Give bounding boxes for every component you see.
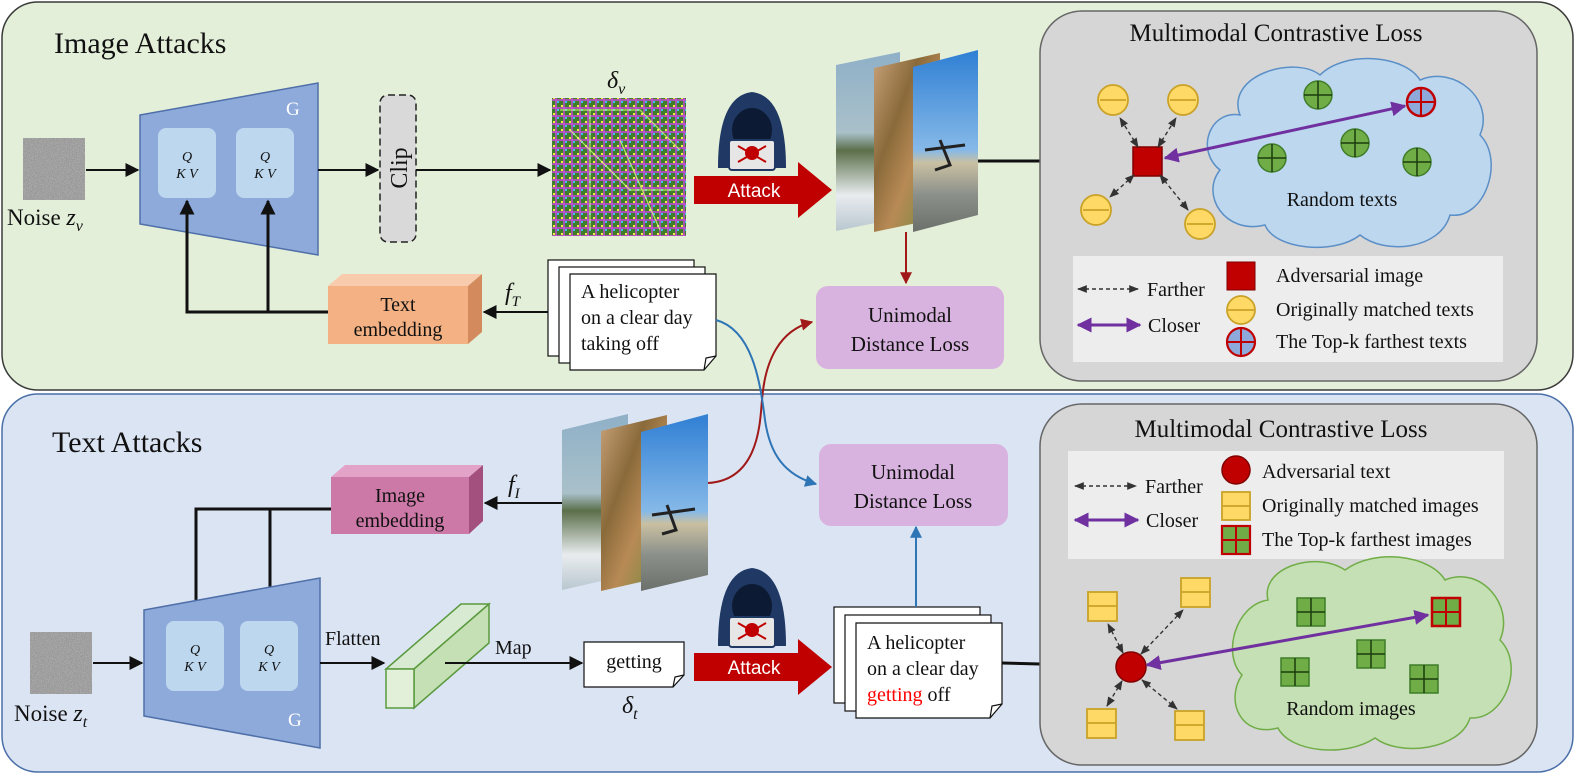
svg-text:embedding: embedding: [354, 319, 443, 341]
svg-text:Q: Q: [182, 150, 192, 165]
svg-text:Distance Loss: Distance Loss: [851, 332, 969, 356]
delta-t-label: δt: [622, 693, 638, 723]
adversarial-image-node: [1132, 146, 1163, 177]
svg-text:Adversarial image: Adversarial image: [1276, 265, 1423, 287]
adversarial-caption-document: A helicopter on a clear day getting off: [833, 606, 1003, 719]
svg-text:K V: K V: [253, 167, 277, 182]
svg-text:Closer: Closer: [1148, 315, 1201, 337]
unimodal-distance-loss-text: Unimodal Distance Loss: [819, 444, 1008, 526]
generator: G Q K V Q K V: [143, 577, 321, 749]
svg-text:Random texts: Random texts: [1287, 189, 1398, 211]
svg-text:Farther: Farther: [1147, 279, 1205, 301]
token-document: getting: [583, 641, 685, 688]
svg-text:Multimodal Contrastive Loss: Multimodal Contrastive Loss: [1134, 416, 1427, 443]
svg-text:Text: Text: [380, 294, 416, 316]
attack-arrow: Attack: [694, 639, 832, 695]
attention-block: [166, 621, 224, 691]
flattened-vector: [383, 602, 492, 710]
legend-image: [1073, 256, 1503, 362]
contrastive-loss-box-image: Multimodal Contrastive Loss Random texts: [1039, 10, 1538, 382]
svg-text:getting off: getting off: [867, 684, 951, 706]
flatten-label: Flatten: [325, 628, 381, 650]
svg-text:getting: getting: [606, 651, 662, 673]
perturbation-image: [552, 98, 686, 236]
svg-text:The Top-k farthest images: The Top-k farthest images: [1262, 529, 1472, 551]
noise-label: Noise zt: [14, 701, 88, 731]
caption-document: A helicopter on a clear day taking off: [547, 259, 717, 371]
svg-text:Farther: Farther: [1145, 476, 1203, 498]
adversarial-text-node: [1115, 651, 1147, 683]
svg-text:on a clear day: on a clear day: [581, 307, 693, 329]
image-attacks-panel: Image Attacks Noise zv G Q K V Q K V Cli…: [1, 1, 1574, 391]
text-attacks-panel: Text Attacks Image embedding fI Noise zt: [1, 393, 1574, 773]
svg-text:Q: Q: [260, 150, 270, 165]
svg-text:Q: Q: [190, 643, 200, 658]
svg-text:Unimodal: Unimodal: [868, 303, 952, 327]
hacker-icon: [718, 568, 786, 648]
svg-text:A helicopter: A helicopter: [581, 281, 680, 303]
attention-block: [158, 128, 216, 198]
noise-label: Noise zv: [7, 205, 84, 235]
delta-v-label: δv: [607, 68, 626, 98]
image-embedding-block: Image embedding: [331, 465, 483, 534]
unimodal-distance-loss-image: Unimodal Distance Loss: [816, 286, 1004, 369]
attack-arrow: Attack: [694, 162, 832, 218]
text-to-unimodal-curve: [715, 319, 818, 487]
svg-text:Q: Q: [264, 643, 274, 658]
svg-text:K V: K V: [183, 660, 207, 675]
svg-text:K V: K V: [175, 167, 199, 182]
svg-text:K V: K V: [257, 660, 281, 675]
image-attacks-title: Image Attacks: [54, 27, 226, 60]
legend-text: [1068, 451, 1504, 559]
clip-block: [379, 94, 417, 243]
svg-text:embedding: embedding: [356, 510, 445, 532]
adversarial-image-stack: [836, 50, 978, 232]
svg-text:taking off: taking off: [581, 333, 659, 355]
svg-text:Originally matched images: Originally matched images: [1262, 495, 1479, 517]
f-t-label: fT: [505, 280, 522, 310]
hacker-icon: [718, 92, 786, 171]
svg-text:Multimodal Contrastive Loss: Multimodal Contrastive Loss: [1129, 20, 1422, 47]
clean-image-stack: [562, 414, 708, 591]
map-label: Map: [495, 637, 532, 659]
svg-text:on a clear day: on a clear day: [867, 658, 979, 680]
svg-text:Attack: Attack: [728, 181, 781, 202]
svg-text:Attack: Attack: [728, 658, 781, 679]
svg-text:The Top-k farthest texts: The Top-k farthest texts: [1276, 331, 1467, 353]
attention-block: [240, 621, 298, 691]
svg-text:Random images: Random images: [1286, 698, 1416, 720]
svg-text:Originally matched texts: Originally matched texts: [1276, 299, 1474, 321]
text-embedding-block: Text embedding: [328, 274, 482, 344]
attention-block: [236, 128, 294, 198]
generator-label: G: [286, 99, 300, 120]
clip-label: Clip: [387, 147, 413, 188]
f-i-label: fI: [508, 472, 521, 502]
svg-text:A helicopter: A helicopter: [867, 632, 966, 654]
svg-text:Closer: Closer: [1146, 510, 1199, 532]
svg-text:Unimodal: Unimodal: [871, 460, 955, 484]
contrastive-loss-box-text: Multimodal Contrastive Loss Farther Clos…: [1039, 403, 1538, 766]
text-attacks-title: Text Attacks: [52, 426, 202, 459]
svg-text:Adversarial text: Adversarial text: [1262, 461, 1391, 483]
svg-text:Distance Loss: Distance Loss: [854, 489, 972, 513]
generator-label: G: [288, 710, 302, 731]
svg-text:Image: Image: [375, 485, 425, 507]
